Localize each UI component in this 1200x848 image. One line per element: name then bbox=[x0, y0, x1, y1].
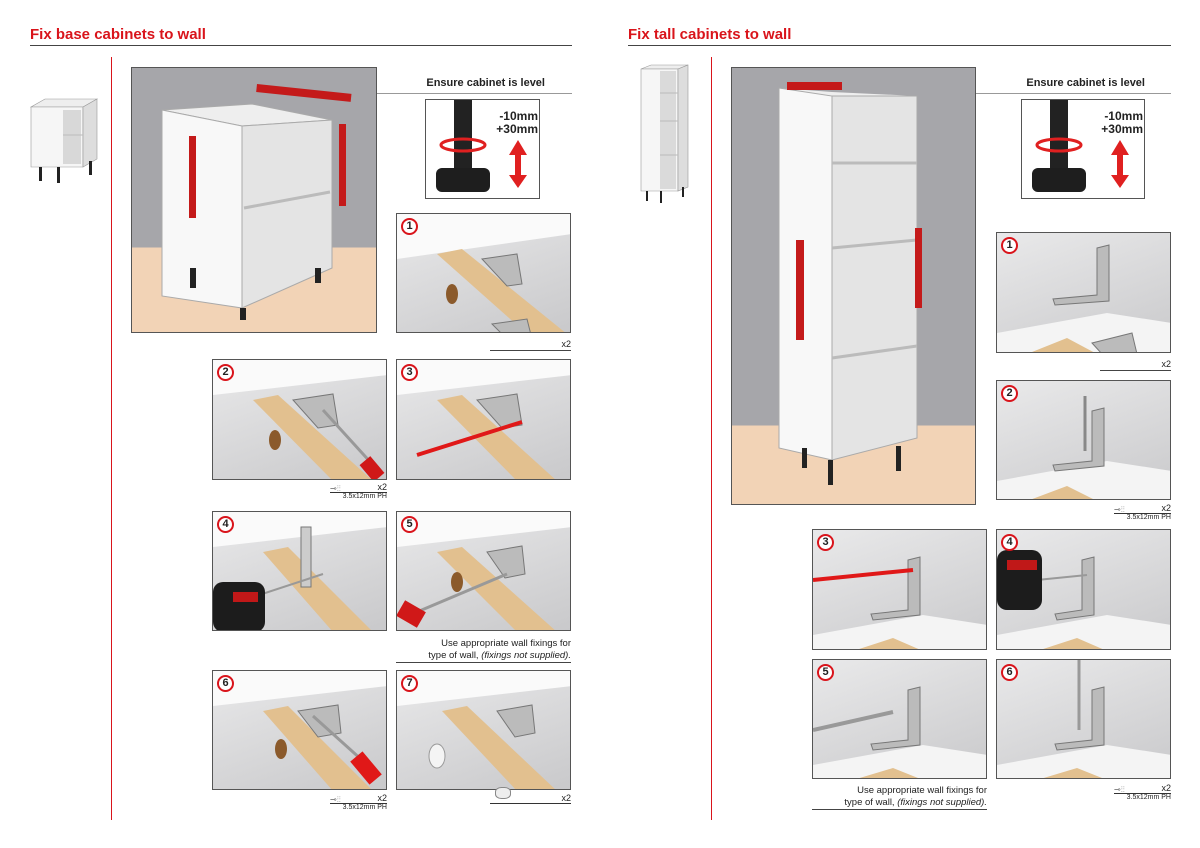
step-number: 5 bbox=[401, 516, 418, 533]
step-4-panel: 4 bbox=[996, 529, 1171, 650]
step-number: 4 bbox=[217, 516, 234, 533]
step-3-panel: 3 bbox=[396, 359, 571, 480]
caption-rule bbox=[1114, 793, 1171, 794]
step-4-panel: 4 bbox=[212, 511, 387, 631]
base-cabinet-main-illustration bbox=[131, 67, 377, 333]
adjust-minus: -10mm bbox=[1104, 109, 1143, 123]
screw-icon: ⊸⫶⫶ bbox=[330, 795, 341, 804]
step-1-rule bbox=[1100, 370, 1171, 371]
step-number: 2 bbox=[217, 364, 234, 381]
step-6-qty: x2 bbox=[377, 793, 387, 803]
margin-line bbox=[111, 57, 112, 820]
up-down-arrow-icon bbox=[509, 140, 527, 188]
step-number: 1 bbox=[401, 218, 418, 235]
step-7-qty: x2 bbox=[561, 793, 571, 803]
step-1-panel: 1 bbox=[996, 232, 1171, 353]
step-number: 6 bbox=[217, 675, 234, 692]
step-7-panel: 7 bbox=[396, 670, 571, 790]
title-rule bbox=[628, 45, 1171, 46]
step-2-spec: 3.5x12mm PH bbox=[342, 493, 387, 500]
section-title-base: Fix base cabinets to wall bbox=[30, 26, 206, 43]
step-2-qty: x2 bbox=[1161, 503, 1171, 513]
step-7-caption: x2 bbox=[490, 787, 571, 804]
step-1-rule bbox=[490, 350, 571, 351]
caption-rule bbox=[490, 803, 571, 804]
step-3-panel: 3 bbox=[812, 529, 987, 650]
step-6-panel: 6 bbox=[212, 670, 387, 790]
step-2-caption: x2 3.5x12mm PH ⊸⫶⫶ bbox=[330, 482, 387, 500]
tall-cabinet-thumbnail bbox=[640, 64, 689, 203]
caption-rule bbox=[330, 492, 387, 493]
step-number: 3 bbox=[817, 534, 834, 551]
wall-plug-icon bbox=[495, 787, 511, 799]
level-label: Ensure cabinet is level bbox=[1026, 77, 1145, 89]
note-line-1: Use appropriate wall fixings for bbox=[441, 638, 571, 649]
note-rule bbox=[812, 809, 987, 810]
level-label: Ensure cabinet is level bbox=[426, 77, 545, 89]
section-title-tall: Fix tall cabinets to wall bbox=[628, 26, 792, 43]
step-6-caption: x2 3.5x12mm PH ⊸⫶⫶ bbox=[330, 793, 387, 811]
note-line-2: type of wall, bbox=[844, 797, 898, 808]
screw-icon: ⊸⫶⫶ bbox=[1114, 785, 1125, 794]
step-number: 7 bbox=[401, 675, 418, 692]
base-cabinet-thumbnail bbox=[29, 98, 99, 183]
step-number: 5 bbox=[817, 664, 834, 681]
step-5-panel: 5 bbox=[812, 659, 987, 779]
screw-icon: ⊸⫶⫶ bbox=[330, 484, 341, 493]
caption-rule bbox=[1114, 513, 1171, 514]
adjust-minus: -10mm bbox=[499, 109, 538, 123]
wall-fixings-note: Use appropriate wall fixings for type of… bbox=[396, 638, 571, 662]
step-2-caption: x2 3.5x12mm PH ⊸⫶⫶ bbox=[1114, 503, 1171, 521]
step-number: 6 bbox=[1001, 664, 1018, 681]
step-2-qty: x2 bbox=[377, 482, 387, 492]
note-italic: (fixings not supplied). bbox=[481, 650, 571, 661]
adjust-plus: +30mm bbox=[496, 122, 538, 136]
tall-cabinet-main-illustration bbox=[731, 67, 976, 505]
note-line-1: Use appropriate wall fixings for bbox=[857, 785, 987, 796]
leveler-adjustment-box: -10mm +30mm bbox=[425, 99, 540, 199]
step-number: 1 bbox=[1001, 237, 1018, 254]
note-rule bbox=[396, 662, 571, 663]
step-1-panel: 1 bbox=[396, 213, 571, 333]
note-italic: (fixings not supplied). bbox=[897, 797, 987, 808]
step-1-qty: x2 bbox=[1161, 359, 1171, 369]
level-rule bbox=[377, 93, 572, 94]
wall-fixings-note: Use appropriate wall fixings for type of… bbox=[812, 785, 987, 809]
step-6-qty: x2 bbox=[1161, 783, 1171, 793]
step-number: 2 bbox=[1001, 385, 1018, 402]
level-rule bbox=[976, 93, 1171, 94]
step-2-panel: 2 bbox=[212, 359, 387, 480]
leveler-adjustment-box: -10mm +30mm bbox=[1021, 99, 1145, 199]
margin-line bbox=[711, 57, 712, 820]
step-6-caption: x2 3.5x12mm PH ⊸⫶⫶ bbox=[1114, 783, 1171, 801]
step-6-spec: 3.5x12mm PH bbox=[342, 804, 387, 811]
step-number: 3 bbox=[401, 364, 418, 381]
step-number: 4 bbox=[1001, 534, 1018, 551]
step-2-panel: 2 bbox=[996, 380, 1171, 500]
step-6-spec: 3.5x12mm PH bbox=[1126, 794, 1171, 801]
screw-icon: ⊸⫶⫶ bbox=[1114, 505, 1125, 514]
adjust-plus: +30mm bbox=[1101, 122, 1143, 136]
up-down-arrow-icon bbox=[1111, 140, 1129, 188]
caption-rule bbox=[330, 803, 387, 804]
step-6-panel: 6 bbox=[996, 659, 1171, 779]
step-5-panel: 5 bbox=[396, 511, 571, 631]
step-2-spec: 3.5x12mm PH bbox=[1126, 514, 1171, 521]
note-line-2: type of wall, bbox=[428, 650, 482, 661]
step-1-qty: x2 bbox=[561, 339, 571, 349]
title-rule bbox=[30, 45, 572, 46]
